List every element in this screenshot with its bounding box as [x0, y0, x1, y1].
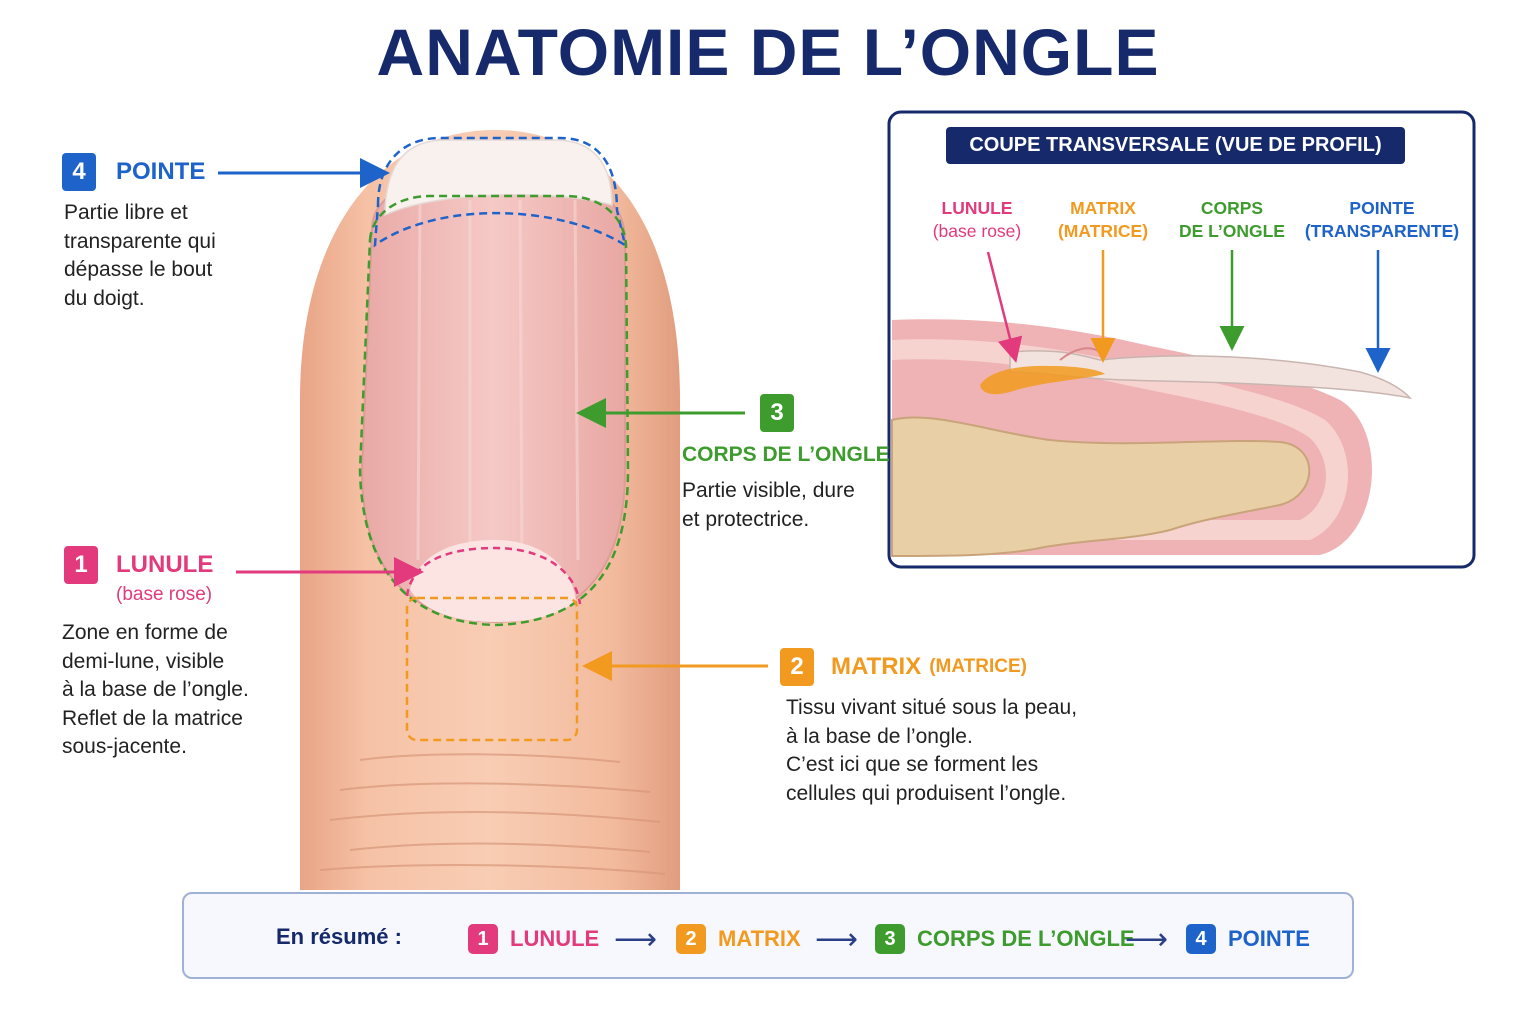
- lunule-sublabel: (base rose): [116, 584, 213, 605]
- summary-step-badge: 1: [468, 924, 498, 954]
- desc-line: Tissu vivant situé sous la peau,: [786, 696, 1078, 719]
- bone-shape: [891, 416, 1311, 558]
- summary-step-lunule: 1 LUNULE: [468, 924, 599, 954]
- desc-line: sous-jacente.: [62, 735, 187, 758]
- page-title: ANATOMIE DE L’ONGLE: [376, 15, 1160, 89]
- summary-step-badge: 3: [875, 924, 905, 954]
- summary-step-corps: 3 CORPS DE L’ONGLE: [875, 924, 1135, 954]
- pointe-badge: 4: [62, 153, 96, 191]
- desc-line: Partie visible, dure: [682, 479, 855, 502]
- inset-label-corps: CORPS DE L’ONGLE: [1167, 197, 1297, 243]
- desc-line: demi-lune, visible: [62, 649, 225, 673]
- inset-label-line: POINTE: [1349, 198, 1415, 218]
- pointe-label: POINTE: [116, 158, 206, 185]
- tip-outline: [373, 136, 627, 248]
- summary-arrow: ⟶: [815, 923, 859, 956]
- summary-step-label: MATRIX: [718, 926, 801, 951]
- desc-line: à la base de l’ongle.: [62, 678, 249, 701]
- corps-description: Partie visible, dure et protectrice.: [682, 477, 892, 534]
- lunule-callout: 1 LUNULE: [64, 546, 213, 584]
- lunule-badge: 1: [64, 546, 98, 584]
- inset-title: COUPE TRANSVERSALE (VUE DE PROFIL): [946, 127, 1405, 164]
- lunule-shape: [410, 540, 576, 622]
- inset-label-matrix: MATRIX (MATRICE): [1043, 197, 1163, 243]
- inset-label-line: LUNULE: [941, 198, 1013, 218]
- summary-step-label: CORPS DE L’ONGLE: [917, 926, 1135, 951]
- desc-line: du doigt.: [64, 286, 145, 310]
- summary-step-badge: 4: [1186, 924, 1216, 954]
- pointe-callout: 4 POINTE: [62, 153, 205, 191]
- summary-step-pointe: 4 POINTE: [1186, 924, 1310, 954]
- summary-panel: [182, 892, 1354, 979]
- desc-line: cellules qui produisent l’ongle.: [786, 781, 1067, 805]
- matrix-badge: 2: [780, 648, 814, 686]
- desc-line: Zone en forme de: [62, 621, 228, 644]
- desc-line: dépasse le bout: [64, 258, 213, 281]
- pointe-description: Partie libre et transparente qui dépasse…: [64, 199, 284, 313]
- inset-label-line: DE L’ONGLE: [1179, 221, 1285, 241]
- matrix-section: [980, 365, 1105, 395]
- inset-label-line: (MATRICE): [1057, 221, 1149, 241]
- matrix-outline: [405, 596, 579, 742]
- cross-section: [891, 319, 1412, 558]
- corps-badge: 3: [760, 394, 794, 432]
- summary-step-badge: 2: [676, 924, 706, 954]
- summary-step-label: POINTE: [1228, 926, 1310, 951]
- inset-label-line: MATRIX: [1070, 198, 1136, 218]
- inset-label-lunule: LUNULE (base rose): [917, 197, 1037, 243]
- knuckle-creases: [319, 753, 666, 875]
- desc-line: C’est ici que se forment les: [786, 753, 1039, 776]
- summary-step-matrix: 2 MATRIX: [676, 924, 801, 954]
- corps-label: CORPS DE L’ONGLE: [682, 443, 890, 466]
- summary-intro: En résumé :: [276, 924, 402, 949]
- desc-line: transparente qui: [64, 229, 216, 253]
- nail-streaks: [416, 199, 580, 571]
- matrix-label: MATRIX: [831, 653, 922, 680]
- summary-step-label: LUNULE: [510, 926, 600, 951]
- lunule-description: Zone en forme de demi-lune, visible à la…: [62, 619, 292, 762]
- desc-line: Reflet de la matrice: [62, 706, 243, 730]
- matrix-callout: 2 MATRIX (MATRICE): [780, 648, 1027, 686]
- inset-label-line: (TRANSPARENTE): [1304, 221, 1460, 241]
- matrix-sublabel: (MATRICE): [929, 656, 1028, 677]
- matrix-description: Tissu vivant situé sous la peau, à la ba…: [786, 694, 1126, 808]
- inset-label-pointe: POINTE (TRANSPARENTE): [1303, 197, 1461, 243]
- desc-line: Partie libre et: [64, 201, 188, 224]
- lunule-label: LUNULE: [116, 551, 214, 578]
- inset-label-line: CORPS: [1200, 198, 1264, 218]
- inset-label-line: (base rose): [932, 221, 1022, 241]
- corps-callout: 3: [760, 394, 794, 432]
- summary-arrow: ⟶: [614, 923, 658, 956]
- desc-line: à la base de l’ongle.: [786, 724, 973, 748]
- desc-line: et protectrice.: [682, 507, 810, 531]
- summary-arrow: ⟶: [1125, 923, 1169, 956]
- inset-lunule-arrow: [986, 251, 1023, 363]
